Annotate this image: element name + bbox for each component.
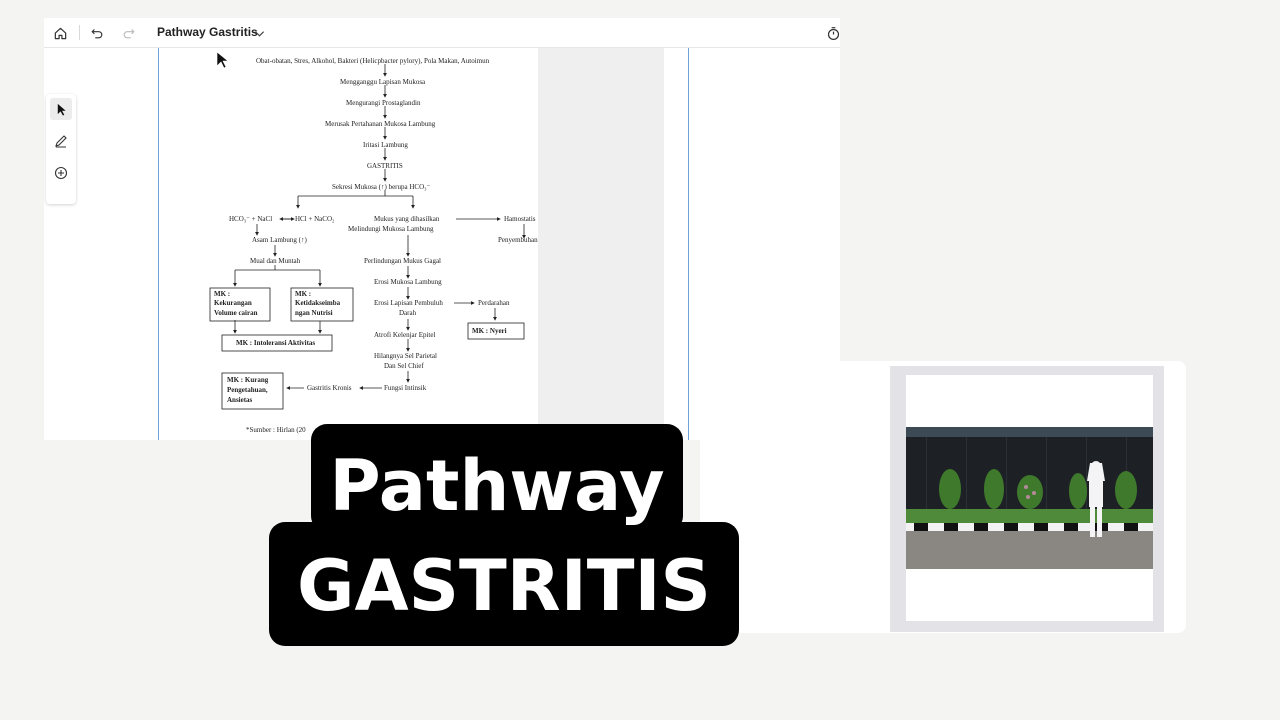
diagram-node: Asam Lambung (↑) (252, 236, 307, 244)
thumbnail-page (906, 375, 1153, 621)
diagnosis-box-text: MK : (214, 290, 230, 298)
diagnosis-box-text: ngan Nutrisi (295, 309, 333, 317)
left-tool-palette (46, 94, 76, 204)
mouse-cursor-icon (216, 51, 229, 69)
diagram-node: Erosi Mukosa Lambung (374, 278, 442, 286)
diagram-node: Merusak Pertahanan Mukosa Lambung (325, 120, 436, 128)
diagram-node: Darah (399, 309, 417, 317)
diagram-node: HCl + NaCO₂ (295, 215, 335, 223)
diagnosis-box-text: Pengetahuan, (227, 386, 268, 394)
diagram-node: Mengurangi Prostaglandin (346, 99, 421, 107)
top-toolbar: Pathway Gastritis (44, 18, 840, 48)
banner-title-line2: GASTRITIS (297, 545, 711, 627)
diagram-node: Gastritis Kronis (307, 384, 352, 392)
diagnosis-box-text: Ansietas (227, 396, 253, 404)
diagnosis-box-text: Ketidakseimba (295, 299, 341, 307)
redo-icon[interactable] (120, 24, 138, 42)
diagnosis-box-text: Volume cairan (214, 309, 258, 317)
diagram-node: GASTRITIS (367, 162, 403, 170)
home-icon[interactable] (51, 24, 69, 42)
pathway-diagram: Obat-obatan, Stres, Alkohol, Bakteri (He… (209, 51, 538, 434)
timer-icon[interactable] (824, 24, 840, 42)
presenter-photo (906, 427, 1153, 569)
diagram-node: Erosi Lapisan Pembuluh (374, 299, 443, 307)
diagram-node: HCO₃⁻ + NaCl (229, 215, 272, 223)
title-banner-top (311, 424, 683, 532)
diagnosis-box-text: Kekurangan (214, 299, 252, 307)
whiteboard-window: Pathway Gastritis (44, 18, 840, 440)
diagram-node: Hilangnya Sel Parietal (374, 352, 437, 360)
add-circle-icon[interactable] (50, 162, 72, 184)
pen-icon[interactable] (50, 130, 72, 152)
diagram-root-text: Obat-obatan, Stres, Alkohol, Bakteri (He… (256, 57, 490, 65)
diagram-node: Mengganggu Lapisan Mukosa (340, 78, 426, 86)
diagram-node: Penyembuhan (498, 236, 538, 244)
pasted-document[interactable]: Obat-obatan, Stres, Alkohol, Bakteri (He… (160, 48, 538, 440)
diagnosis-box-text: MK : Nyeri (472, 327, 507, 335)
diagnosis-box-text: MK : Kurang (227, 376, 269, 384)
diagram-node: Atrofi Kelenjar Epitel (374, 331, 435, 339)
page-shadow (538, 48, 664, 440)
diagram-node: Mukus yang dihasilkan (374, 215, 440, 223)
diagram-node: Dan Sel Chief (384, 362, 424, 370)
document-title[interactable]: Pathway Gastritis (157, 25, 258, 39)
select-pointer-icon[interactable] (50, 98, 72, 120)
page-guide-right (688, 48, 689, 440)
page-guide-left (158, 48, 159, 440)
diagram-node: Mual dan Muntah (250, 257, 301, 265)
diagnosis-box-text: MK : Intoleransi Aktivitas (236, 339, 315, 347)
diagram-node: Hamostatis (504, 215, 536, 223)
undo-icon[interactable] (88, 24, 106, 42)
diagram-node: Perlindungan Mukus Gagal (364, 257, 441, 265)
banner-title-line1: Pathway (329, 445, 665, 527)
diagram-node: Fungsi Intinsik (384, 384, 427, 392)
diagram-node: Perdarahan (478, 299, 510, 307)
diagram-node: Melindungi Mukosa Lambung (348, 225, 434, 233)
toolbar-divider (79, 25, 80, 40)
chevron-down-icon[interactable] (254, 27, 265, 41)
diagram-node: Sekresi Mukosa (↑) berupa HCO₃⁻ (332, 183, 431, 191)
title-banner-bottom (269, 522, 739, 646)
diagram-source: *Sumber : Hirlan (20 (246, 426, 306, 434)
diagram-node: Iritasi Lambung (363, 141, 408, 149)
diagnosis-box-text: MK : (295, 290, 311, 298)
